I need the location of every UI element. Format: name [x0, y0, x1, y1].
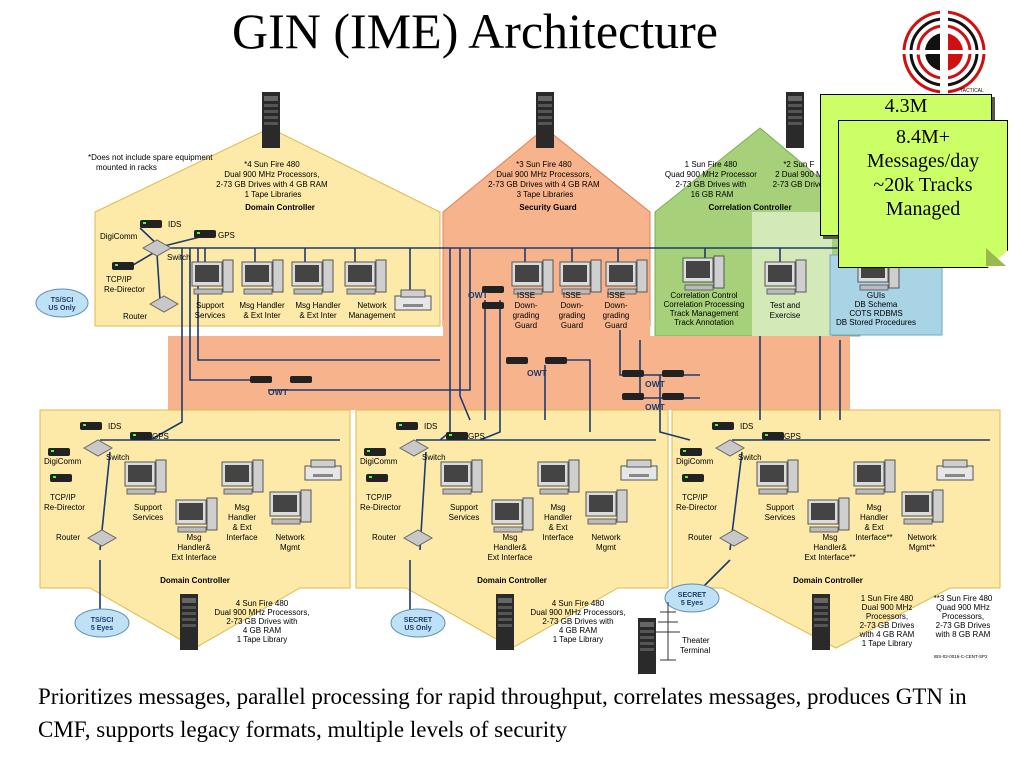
svg-text:GPS: GPS [784, 432, 801, 441]
switch-label: Switch [167, 253, 191, 262]
msg2-label: Msg Handler& Ext Inter [295, 301, 341, 320]
svg-text:DigiComm: DigiComm [676, 457, 714, 466]
svg-text:DigiComm: DigiComm [44, 457, 82, 466]
owt-band [168, 336, 850, 410]
gps-label: GPS [218, 231, 235, 240]
svg-text:Domain Controller: Domain Controller [160, 576, 230, 585]
secret-us-cloud [390, 608, 446, 638]
correlation-label: Correlation Controller [708, 203, 791, 212]
owt-label-5: OWT [645, 402, 666, 412]
owt-label-4: OWT [645, 379, 666, 389]
router-label: Router [123, 312, 147, 321]
svg-text:IDS: IDS [108, 422, 121, 431]
caption: Prioritizes messages, parallel processin… [38, 684, 967, 742]
ref-code: IBS-02-0016-C-CENT-SP2 [934, 654, 988, 659]
top-domain-spec: *4 Sun Fire 480 Dual 900 MHz Processors,… [216, 160, 330, 199]
architecture-diagram: *Does not include spare equipmentmounted… [35, 92, 1001, 674]
slide-title: GIN (IME) Architecture [232, 3, 718, 59]
owt-label-2: OWT [527, 368, 548, 378]
secret-5eyes-cloud [664, 583, 720, 613]
svg-text:IDS: IDS [740, 422, 753, 431]
note-front: 8.4M+ Messages/day ~20k Tracks Managed [838, 120, 1008, 268]
svg-text:GPS: GPS [468, 432, 485, 441]
digicomm-label: DigiComm [100, 232, 138, 241]
svg-text:Domain Controller: Domain Controller [793, 576, 863, 585]
svg-text:GPS: GPS [152, 432, 169, 441]
owt-label-1: OWT [468, 290, 489, 300]
security-label: Security Guard [519, 203, 576, 212]
svg-text:Switch: Switch [422, 453, 446, 462]
ts-us-cloud [35, 288, 89, 318]
logo-label: IME [916, 51, 927, 57]
svg-text:Domain Controller: Domain Controller [477, 576, 547, 585]
correlation-spec-left: 1 Sun Fire 480 Quad 900 MHz Processor 2-… [665, 160, 759, 199]
msg1-label: Msg Handler& Ext Inter [239, 301, 285, 320]
logo-sublabel: TACTICAL [960, 88, 984, 94]
svg-text:Router: Router [372, 533, 396, 542]
owt-label-3: OWT [268, 387, 289, 397]
svg-text:DigiComm: DigiComm [360, 457, 398, 466]
svg-text:Switch: Switch [738, 453, 762, 462]
top-domain-label: Domain Controller [245, 203, 315, 212]
svg-text:Router: Router [688, 533, 712, 542]
svg-text:Switch: Switch [106, 453, 130, 462]
antenna-icon [656, 602, 680, 661]
security-spec: *3 Sun Fire 480 Dual 900 MHz Processors,… [488, 160, 602, 199]
ime-logo: IME TACTICAL [900, 6, 992, 94]
svg-text:IDS: IDS [424, 422, 437, 431]
ids-label: IDS [168, 220, 181, 229]
note-fold [986, 248, 1006, 266]
ts-5eyes-cloud [74, 608, 130, 638]
svg-text:Router: Router [56, 533, 80, 542]
correlation-spec-right: *2 Sun F 2 Dual 900 M 2-73 GB Drives [773, 160, 828, 189]
